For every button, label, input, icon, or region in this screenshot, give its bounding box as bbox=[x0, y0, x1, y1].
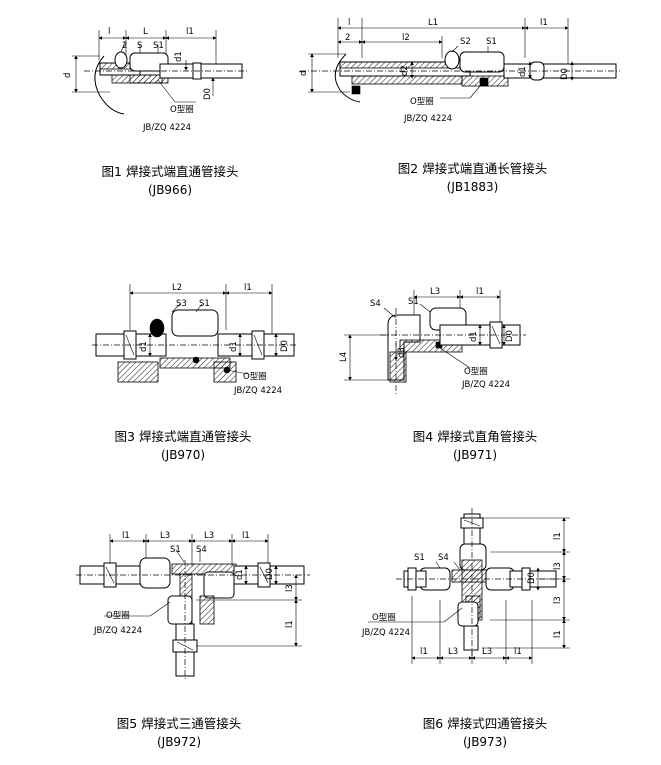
fig5-label-d1: d1 bbox=[235, 569, 245, 580]
fig3-caption: 图3 焊接式端直通管接头 (JB970) bbox=[98, 428, 268, 464]
fig1-caption-code: (JB966) bbox=[147, 183, 193, 197]
fig6-label-S1: S1 bbox=[414, 553, 425, 563]
fig1-label-S1: S1 bbox=[153, 41, 164, 51]
fig4-label-l1: l1 bbox=[476, 287, 484, 297]
fig1-label-d: d bbox=[63, 73, 73, 78]
fig5-label-S1: S1 bbox=[170, 545, 181, 555]
fig2-label-l2: l2 bbox=[402, 33, 410, 43]
fig3-caption-title: 图3 焊接式端直通管接头 bbox=[114, 429, 252, 444]
fig1-label-S: S bbox=[137, 41, 142, 51]
fig2-label-d1: d1 bbox=[518, 66, 528, 77]
fig6-label-l1l: l1 bbox=[420, 647, 428, 657]
fig4-label-d3: d3 bbox=[397, 347, 407, 358]
fig4-caption: 图4 焊接式直角管接头 (JB971) bbox=[400, 428, 550, 464]
fig3-label-D0: D0 bbox=[280, 340, 290, 352]
fig3-label-L2: L2 bbox=[172, 283, 182, 293]
fig3-label-S3: S3 bbox=[176, 299, 187, 309]
fig1-label-L: L bbox=[143, 27, 148, 37]
fig5-label-l1b: l1 bbox=[242, 531, 250, 541]
fig5-label-L3b: L3 bbox=[204, 531, 214, 541]
fig5-label-std: JB/ZQ 4224 bbox=[93, 626, 142, 636]
fig1-label-d1: d1 bbox=[174, 51, 184, 62]
fig4-label-d1: d1 bbox=[469, 331, 479, 342]
figure-3-drawing bbox=[92, 284, 298, 383]
figure-5-drawing bbox=[76, 534, 310, 680]
fig6-caption-code: (JB973) bbox=[462, 735, 508, 749]
fig2-label-std: JB/ZQ 4224 bbox=[403, 114, 452, 124]
fig6-label-L3r: L3 bbox=[482, 647, 492, 657]
fig6-label-oring: O型圈 bbox=[372, 613, 396, 623]
fig1-label-l: l bbox=[108, 27, 110, 37]
fig6-label-l3b: l3 bbox=[553, 596, 563, 604]
fig5-caption: 图5 焊接式三通管接头 (JB972) bbox=[104, 715, 254, 751]
fig4-caption-title: 图4 焊接式直角管接头 bbox=[412, 429, 538, 444]
fig2-label-S1: S1 bbox=[486, 37, 497, 47]
fig5-label-l3: l3 bbox=[285, 584, 295, 592]
fig4-label-std: JB/ZQ 4224 bbox=[461, 380, 510, 390]
fig2-label-D0: D0 bbox=[560, 68, 570, 80]
fig2-label-oring: O型圈 bbox=[410, 97, 434, 107]
fig5-label-L3a: L3 bbox=[160, 531, 170, 541]
fig5-caption-title: 图5 焊接式三通管接头 bbox=[116, 716, 242, 731]
fig2-label-l1: l1 bbox=[540, 18, 548, 28]
fig1-label-std: JB/ZQ 4224 bbox=[142, 123, 191, 133]
fig6-caption-title: 图6 焊接式四通管接头 bbox=[422, 716, 548, 731]
fig4-label-L3: L3 bbox=[430, 287, 440, 297]
fig3-label-std: JB/ZQ 4224 bbox=[233, 386, 282, 396]
fig5-label-oring: O型圈 bbox=[106, 611, 130, 621]
fig3-label-oring: O型圈 bbox=[243, 372, 267, 382]
fig4-label-D0: D0 bbox=[505, 330, 515, 342]
fig2-caption: 图2 焊接式端直通长管接头 (JB1883) bbox=[380, 160, 565, 196]
fig3-caption-code: (JB970) bbox=[160, 448, 206, 462]
figure-6-drawing bbox=[368, 508, 570, 664]
fig6-label-D0: D0 bbox=[527, 572, 537, 584]
fig2-caption-code: (JB1883) bbox=[446, 180, 499, 194]
fig4-caption-code: (JB971) bbox=[452, 448, 498, 462]
fig1-caption-title: 图1 焊接式端直通管接头 bbox=[101, 164, 239, 179]
fig4-label-L4: L4 bbox=[339, 352, 349, 362]
fig1-label-2: 2 bbox=[122, 41, 127, 51]
fig6-label-l1r: l1 bbox=[514, 647, 522, 657]
fig5-caption-code: (JB972) bbox=[156, 735, 202, 749]
fig5-label-l1a: l1 bbox=[122, 531, 130, 541]
figure-4-drawing bbox=[344, 290, 526, 396]
fig3-label-S1: S1 bbox=[199, 299, 210, 309]
fig5-label-D0: D0 bbox=[265, 568, 275, 580]
fig2-label-S2: S2 bbox=[460, 37, 471, 47]
fig6-label-l1b: l1 bbox=[553, 630, 563, 638]
figure-1-drawing bbox=[72, 30, 248, 115]
fig4-label-oring: O型圈 bbox=[464, 367, 488, 377]
fig2-label-l: l bbox=[348, 18, 350, 28]
fig4-label-S4: S4 bbox=[370, 299, 381, 309]
fig2-label-2: 2 bbox=[345, 33, 350, 43]
fig3-label-d1a: d1 bbox=[139, 341, 149, 352]
fig2-label-d2: d2 bbox=[400, 65, 410, 76]
fig1-caption: 图1 焊接式端直通管接头 (JB966) bbox=[85, 163, 255, 199]
fig2-caption-title: 图2 焊接式端直通长管接头 bbox=[397, 161, 548, 176]
fig1-label-oring: O型圈 bbox=[170, 105, 194, 115]
fig5-label-l1v: l1 bbox=[285, 620, 295, 628]
fig6-label-L3l: L3 bbox=[448, 647, 458, 657]
fig6-label-std: JB/ZQ 4224 bbox=[361, 628, 410, 638]
fig1-label-l1: l1 bbox=[186, 27, 194, 37]
fig6-label-l1t: l1 bbox=[553, 532, 563, 540]
fig5-label-S4: S4 bbox=[196, 545, 207, 555]
fig1-label-D0: D0 bbox=[203, 88, 213, 100]
fig6-label-S4: S4 bbox=[438, 553, 449, 563]
figure-2-drawing bbox=[300, 18, 620, 103]
fig3-label-d1b: d1 bbox=[229, 341, 239, 352]
fig6-caption: 图6 焊接式四通管接头 (JB973) bbox=[410, 715, 560, 751]
fig2-label-d: d bbox=[299, 71, 309, 76]
fig6-label-l3t: l3 bbox=[553, 562, 563, 570]
fig4-label-S1: S1 bbox=[408, 297, 419, 307]
fig3-label-l1: l1 bbox=[244, 283, 252, 293]
fig2-label-L1: L1 bbox=[428, 18, 438, 28]
